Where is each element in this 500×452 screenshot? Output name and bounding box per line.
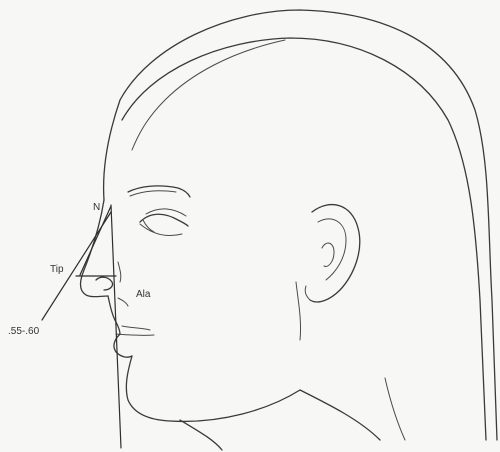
label-nasion: N	[93, 202, 100, 213]
label-ratio: .55-.60	[8, 326, 40, 337]
label-tip: Tip	[50, 264, 64, 275]
label-ala: Ala	[136, 289, 151, 300]
